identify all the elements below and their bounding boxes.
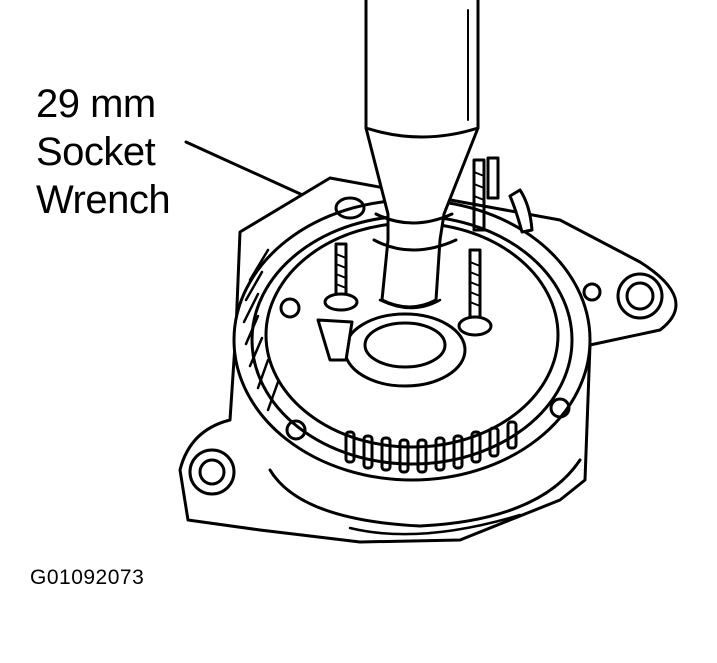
terminal-stud-left bbox=[323, 242, 359, 312]
bearing-inner bbox=[363, 321, 447, 369]
socket-wrench-collar bbox=[374, 212, 454, 225]
rim-screw-3 bbox=[549, 397, 571, 419]
cooling-slots bbox=[344, 420, 518, 474]
housing-skirt bbox=[348, 513, 522, 536]
bracket-left bbox=[316, 318, 354, 362]
side-ribs bbox=[242, 248, 280, 412]
terminal-stud-top bbox=[472, 156, 500, 232]
socket-wrench-tip bbox=[378, 298, 442, 310]
callout-line-size: 29 mm bbox=[36, 82, 156, 126]
callout-line-wrench: Wrench bbox=[36, 178, 171, 222]
figure-code: G01092073 bbox=[30, 566, 145, 589]
mount-hole-left bbox=[188, 448, 236, 496]
mount-hole-right-inner bbox=[625, 281, 655, 311]
terminal-stud-center bbox=[457, 248, 493, 337]
rim-screw-4 bbox=[582, 282, 602, 302]
socket-wrench-taper bbox=[364, 126, 480, 139]
mount-hole-left-inner bbox=[198, 458, 226, 486]
socket-wrench-collar-2 bbox=[372, 238, 458, 252]
boss-hole-top bbox=[334, 196, 366, 220]
bracket-right bbox=[508, 188, 534, 234]
mount-hole-right bbox=[616, 272, 664, 320]
rim-screw-2 bbox=[285, 419, 307, 441]
callout-line-socket: Socket bbox=[36, 130, 156, 174]
callout-label: 29 mm Socket Wrench bbox=[36, 80, 171, 224]
rim-screw-1 bbox=[279, 297, 301, 319]
callout-leader-line bbox=[184, 140, 320, 204]
housing-lower bbox=[268, 458, 582, 528]
